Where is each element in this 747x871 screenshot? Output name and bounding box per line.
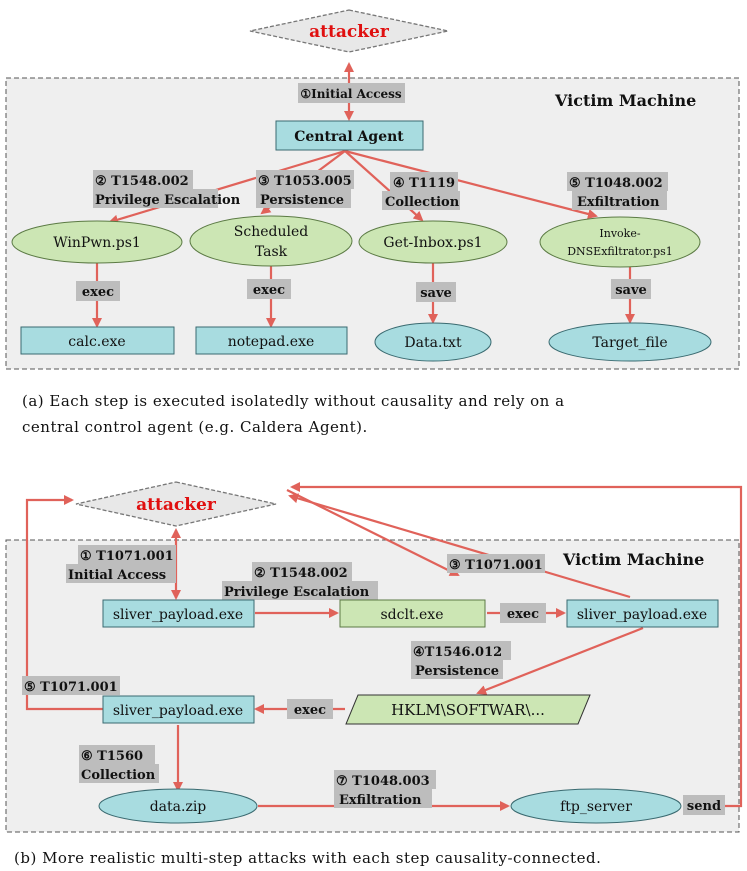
step4-id-b: ④T1546.012 [413, 645, 502, 660]
data-zip-node [98, 788, 258, 824]
exec-label-b2: exec [294, 703, 326, 718]
data-txt-label: Data.txt [404, 335, 462, 351]
getinbox-label: Get-Inbox.ps1 [383, 235, 482, 251]
sliver-payload-label-2: sliver_payload.exe [577, 607, 707, 623]
step2-id-a: ② T1548.002 [95, 174, 189, 189]
caption-a-line-1: (a) Each step is executed isolatedly wit… [22, 392, 565, 410]
attacker-label-b: attacker [136, 495, 217, 515]
step1-tactic-b: Initial Access [68, 568, 166, 583]
notepad-exe-label: notepad.exe [228, 334, 315, 350]
central-agent-label: Central Agent [294, 129, 404, 145]
calc-exe-label: calc.exe [68, 334, 125, 350]
ftp-server-label: ftp_server [560, 799, 632, 815]
attacker-node-a [249, 9, 449, 53]
sdclt-exe-box [339, 599, 486, 628]
invoke-label-1: Invoke- [599, 227, 640, 240]
exec-label-a1: exec [82, 285, 114, 300]
step2-id-b: ② T1548.002 [254, 566, 348, 581]
attacker-label-a: attacker [309, 22, 390, 42]
caption-b: (b) More realistic multi-step attacks wi… [14, 849, 602, 867]
step5-tactic-a: Exfiltration [577, 195, 660, 210]
caption-a: (a) Each step is executed isolatedly wit… [22, 388, 565, 440]
sliver-payload-box-3 [102, 695, 255, 724]
scheduled-label-1: Scheduled [234, 224, 308, 240]
exec-label-b1: exec [507, 607, 539, 622]
calc-exe-box [20, 326, 175, 355]
save-label-a2: save [615, 283, 647, 298]
victim-machine-title-a: Victim Machine [554, 91, 696, 110]
initial-access-label-bg-a [298, 83, 405, 103]
step6-id-b: ⑥ T1560 [81, 749, 143, 764]
central-agent-box [275, 120, 424, 151]
save-label-a1: save [420, 286, 452, 301]
notepad-exe-box [195, 326, 348, 355]
initial-access-label-a: ①Initial Access [300, 87, 402, 101]
scheduled-label-2: Task [255, 244, 288, 260]
step3-id-a: ③ T1053.005 [258, 174, 352, 189]
ftp-server-node [510, 788, 682, 824]
target-file-label: Target_file [592, 335, 667, 351]
winpwn-node [11, 220, 183, 264]
scheduled-task-node [189, 215, 353, 267]
step3-id-b: ③ T1071.001 [449, 558, 543, 573]
send-label-b: send [687, 799, 721, 814]
step6-tactic-b: Collection [81, 768, 156, 783]
invoke-label-2: DNSExfiltrator.ps1 [567, 245, 673, 258]
target-file-node [548, 322, 712, 362]
step3-tactic-a: Persistence [260, 193, 344, 208]
sliver-payload-box-1 [102, 599, 255, 628]
step2-tactic-a: Privilege Escalation [95, 193, 241, 208]
winpwn-label: WinPwn.ps1 [53, 235, 141, 251]
sliver-payload-label-1: sliver_payload.exe [113, 607, 243, 623]
data-zip-label: data.zip [150, 799, 207, 815]
step4-id-a: ④ T1119 [393, 176, 455, 191]
step5-id-a: ⑤ T1048.002 [569, 176, 663, 191]
step2-tactic-b: Privilege Escalation [224, 585, 370, 600]
exec-label-a2: exec [253, 283, 285, 298]
invoke-dnsexfiltrator-node [539, 216, 701, 268]
data-txt-node [374, 322, 492, 362]
step4-tactic-a: Collection [385, 195, 460, 210]
victim-machine-title-b: Victim Machine [562, 550, 704, 569]
attacker-node-b [75, 481, 277, 527]
sliver-payload-box-2 [566, 599, 719, 628]
step5-id-b: ⑤ T1071.001 [24, 680, 118, 695]
sliver-payload-label-3: sliver_payload.exe [113, 703, 243, 719]
step1-id-b: ① T1071.001 [80, 549, 174, 564]
step4-tactic-b: Persistence [415, 664, 499, 679]
step7-tactic-b: Exfiltration [339, 793, 422, 808]
hklm-registry-node [345, 694, 591, 725]
hklm-registry-label: HKLM\SOFTWAR\... [391, 701, 545, 719]
caption-a-line-2: central control agent (e.g. Caldera Agen… [22, 418, 368, 436]
getinbox-node [358, 220, 508, 264]
sdclt-exe-label: sdclt.exe [380, 607, 443, 623]
step7-id-b: ⑦ T1048.003 [336, 774, 430, 789]
